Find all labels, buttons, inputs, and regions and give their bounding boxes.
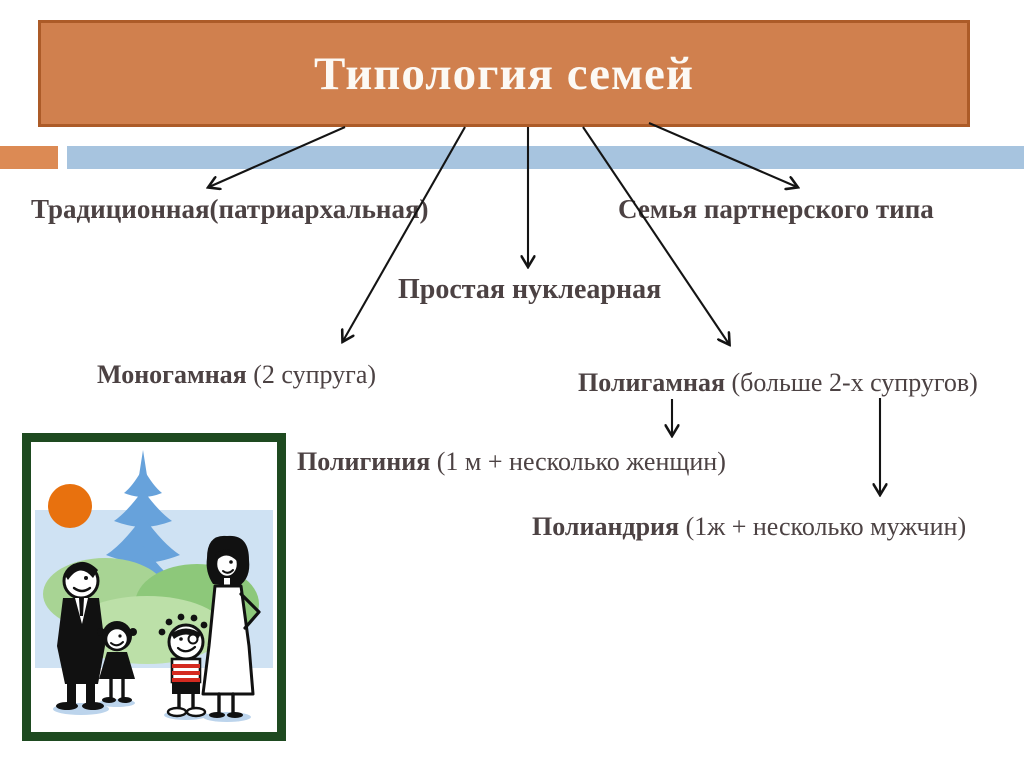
family-illustration (35, 446, 273, 728)
label-monogamous-detail: (2 супруга) (246, 360, 377, 389)
label-partner-family: Семья партнерского типа (618, 194, 934, 225)
label-polygamous: Полигамная (больше 2-х супругов) (578, 368, 978, 398)
label-traditional-family: Традиционная(патриархальная) (31, 194, 429, 225)
slide-title: Типология семей (314, 47, 694, 100)
label-polygyny-detail: (1 м + несколько женщин) (430, 447, 726, 476)
label-polyandry-detail: (1ж + несколько мужчин) (679, 512, 967, 541)
label-polygyny-bold: Полигиния (297, 447, 431, 476)
mother-figure (201, 535, 261, 718)
label-monogamous: Моногамная (2 супруга) (97, 360, 377, 390)
daughter-figure (97, 621, 137, 703)
label-polygamous-bold: Полигамная (578, 368, 726, 397)
label-polygamous-detail: (больше 2-х супругов) (725, 368, 978, 397)
accent-stripe-orange (0, 146, 58, 169)
sun (48, 484, 92, 528)
family-picture-frame (22, 433, 286, 741)
label-partner-text: Семья партнерского типа (618, 194, 934, 224)
title-banner: Типология семей (38, 20, 970, 127)
father-figure (56, 561, 105, 710)
label-nuclear-text: Простая нуклеарная (398, 274, 662, 305)
label-monogamous-bold: Моногамная (97, 360, 247, 389)
son-figure (158, 613, 208, 718)
label-polyandry-bold: Полиандрия (532, 512, 680, 541)
label-polyandry: Полиандрия (1ж + несколько мужчин) (532, 512, 967, 542)
accent-stripe-blue (67, 146, 1024, 169)
label-polygyny: Полигиния (1 м + несколько женщин) (297, 447, 726, 477)
label-traditional-text: Традиционная(патриархальная) (31, 194, 429, 224)
label-simple-nuclear: Простая нуклеарная (398, 274, 662, 306)
